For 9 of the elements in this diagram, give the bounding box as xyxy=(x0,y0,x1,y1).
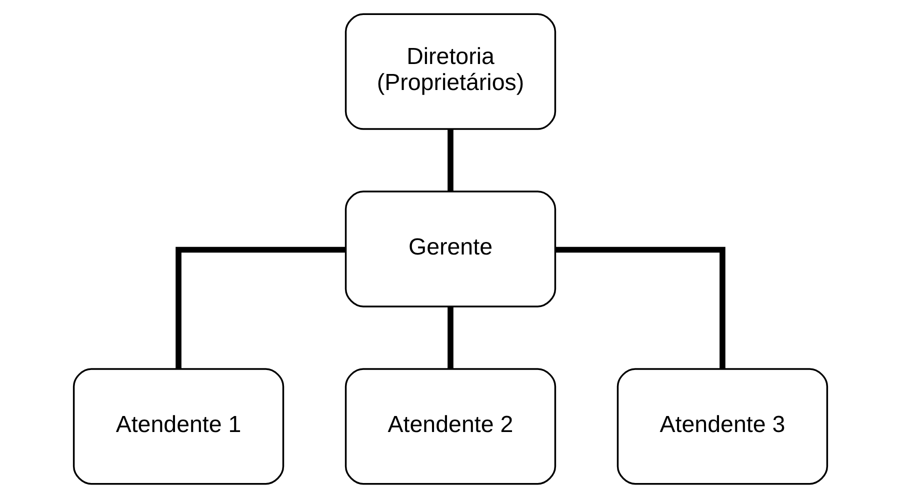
node-box: Atendente 2 xyxy=(344,368,556,485)
connector xyxy=(175,246,346,369)
node-box: Atendente 3 xyxy=(616,368,828,485)
connector xyxy=(447,129,453,192)
connector xyxy=(554,246,725,369)
node-box: Gerente xyxy=(344,190,556,308)
connector xyxy=(447,306,453,368)
node-box: Atendente 1 xyxy=(72,368,284,485)
node-box: Diretoria (Proprietários) xyxy=(344,13,556,130)
